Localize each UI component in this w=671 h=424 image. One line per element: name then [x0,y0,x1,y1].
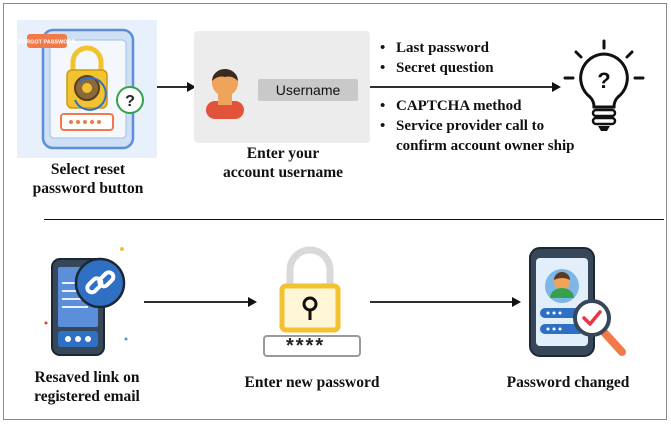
password-mask: **** [286,335,326,357]
option-service-call: Service provider call to confirm account… [378,116,574,156]
padlock-password-icon [263,246,361,357]
arrow-3 [144,297,257,307]
forgot-password-badge [27,34,67,48]
option-secret-question: Secret question [378,58,494,78]
arrow-4 [370,297,521,307]
label-select-reset: Select reset password button [32,161,144,197]
phone-profile-check-icon [529,247,626,357]
option-last-password: Last password [378,38,494,58]
arrow-2 [370,82,561,92]
username-card [194,31,370,143]
label-received-link: Resaved link on registered email [34,369,140,405]
phone-lock-icon: FORGOT PASSWORD ? [17,20,157,158]
username-field: Username [275,82,341,98]
svg-text:?: ? [597,68,610,93]
arrow-1 [157,82,196,92]
label-enter-username: Enter your account username [222,145,344,181]
forgot-password-text: FORGOT PASSWORD [18,40,75,46]
lightbulb-question-icon: ? [563,39,645,131]
option-captcha: CAPTCHA method [378,96,574,116]
phone-link-icon [44,247,128,356]
section-divider [44,219,664,220]
label-password-changed: Password changed [506,374,630,391]
options-list-bottom: CAPTCHA method Service provider call to … [378,96,574,156]
options-list-top: Last password Secret question [378,38,494,78]
user-avatar-icon [206,69,244,119]
svg-text:?: ? [125,93,135,110]
label-new-password: Enter new password [244,374,380,391]
